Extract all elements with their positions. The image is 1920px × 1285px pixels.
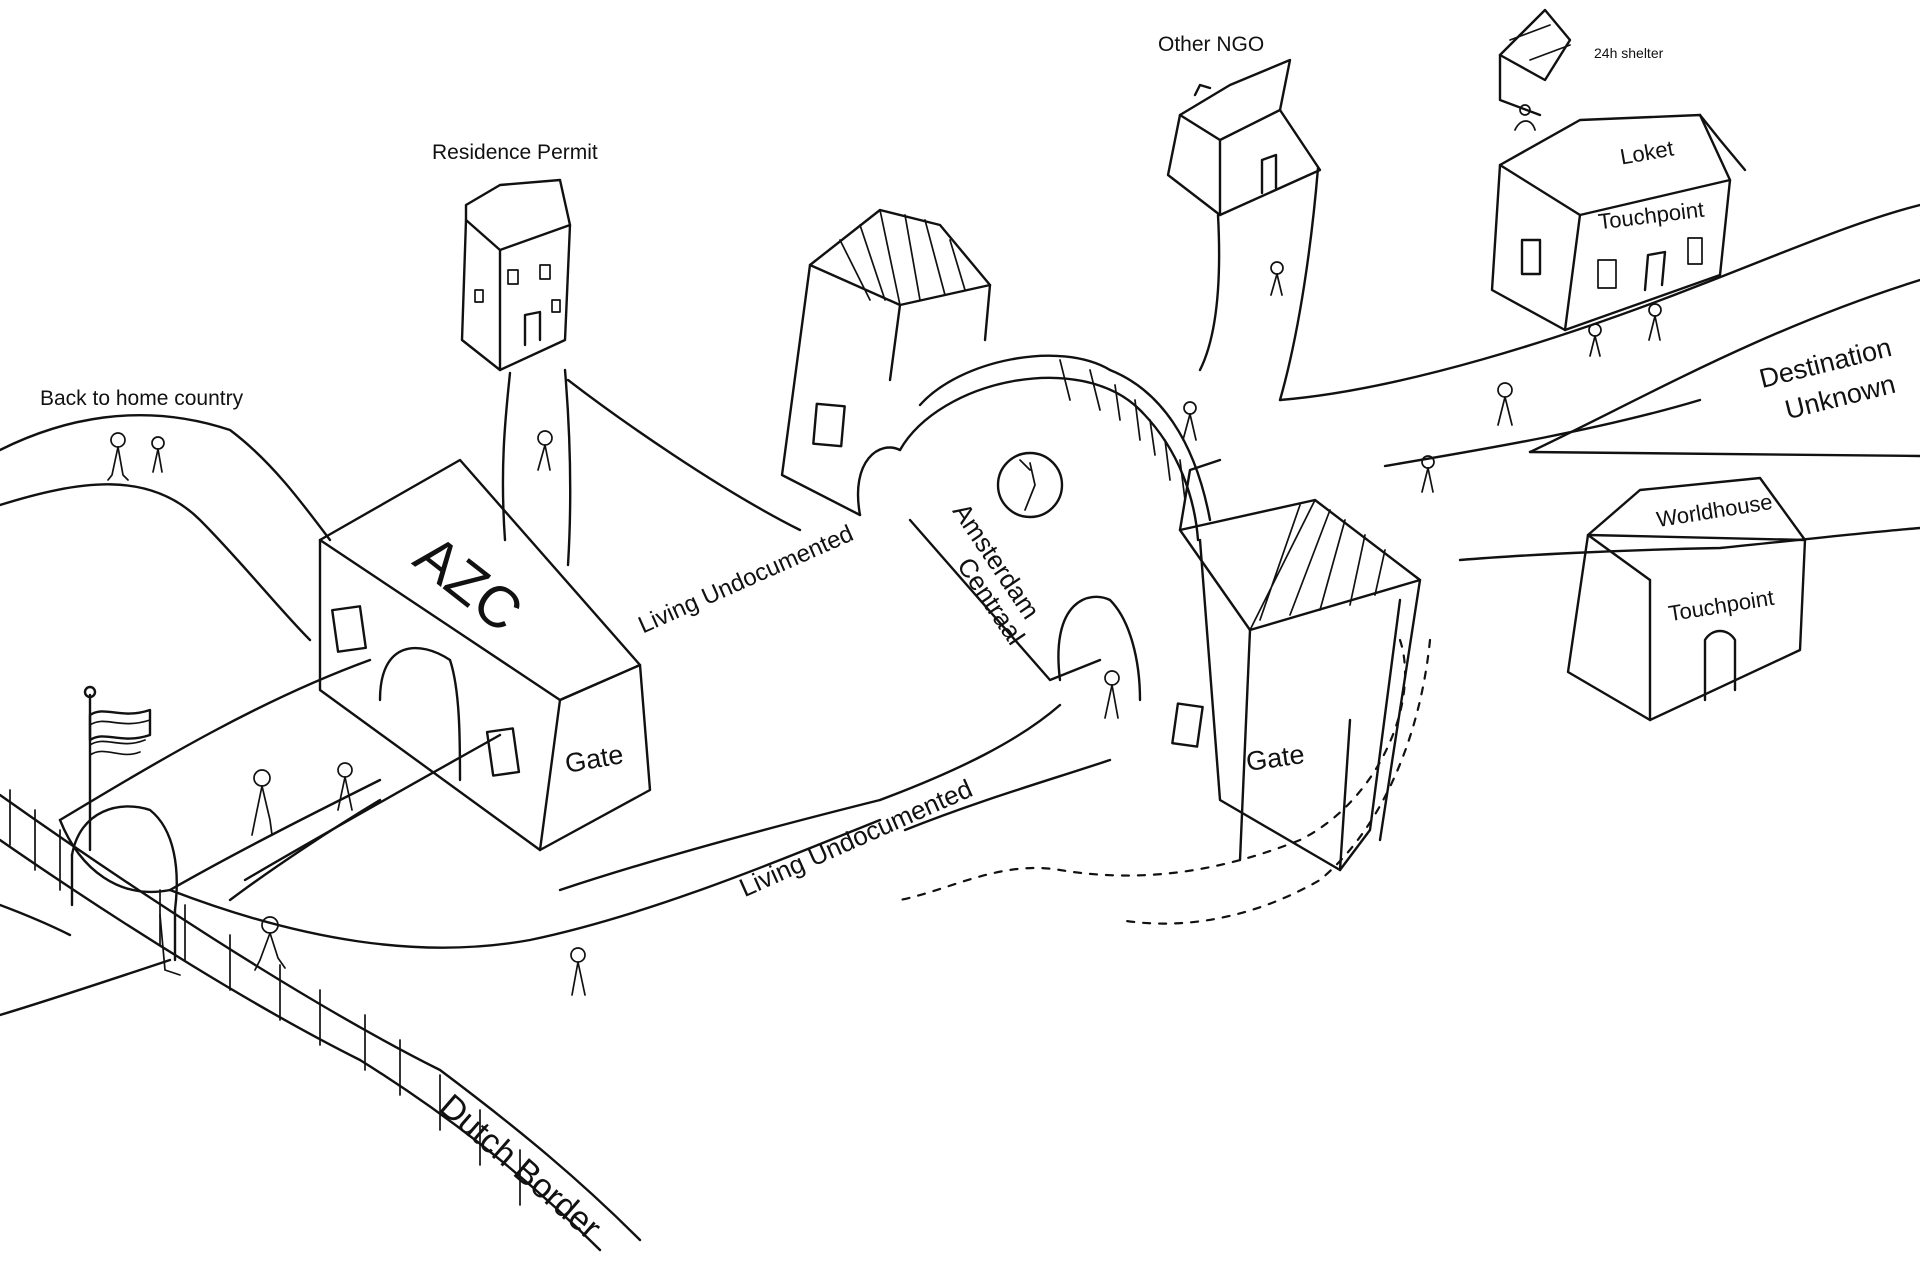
dutch-border-fence (0, 685, 642, 1252)
label-back-to-home-country: Back to home country (40, 387, 244, 410)
person-figure (537, 430, 553, 471)
people-figures (107, 261, 1662, 996)
person-figure (1104, 670, 1120, 719)
amsterdam-centraal-building (780, 208, 1432, 925)
person-figure (107, 432, 129, 481)
label-other-ngo: Other NGO (1158, 33, 1265, 56)
person-figure (151, 436, 165, 473)
worldhouse-touchpoint-house (1566, 476, 1807, 722)
loket-touchpoint-house (1490, 113, 1747, 332)
person-figure (1182, 401, 1197, 441)
road-residence (501, 368, 802, 567)
person-figure (251, 769, 273, 836)
person-figure (1497, 382, 1513, 426)
other-ngo-house (1166, 58, 1322, 217)
24h-shelter-house (1498, 8, 1572, 131)
person-figure (570, 947, 586, 996)
person-figure (1588, 323, 1602, 357)
person-figure (1648, 303, 1662, 341)
person-figure (1270, 261, 1284, 296)
road-back-home (0, 414, 332, 642)
label-residence-permit: Residence Permit (432, 141, 598, 164)
person-figure (254, 916, 286, 971)
road-other-ngo (1198, 166, 1320, 402)
azc-building (318, 458, 652, 852)
residence-permit-house (460, 178, 572, 372)
person-figure (1421, 455, 1435, 493)
road-destination (1278, 203, 1920, 562)
label-24h-shelter: 24h shelter (1594, 45, 1664, 61)
person-figure (337, 762, 353, 811)
road-living-undocumented (58, 658, 1112, 949)
